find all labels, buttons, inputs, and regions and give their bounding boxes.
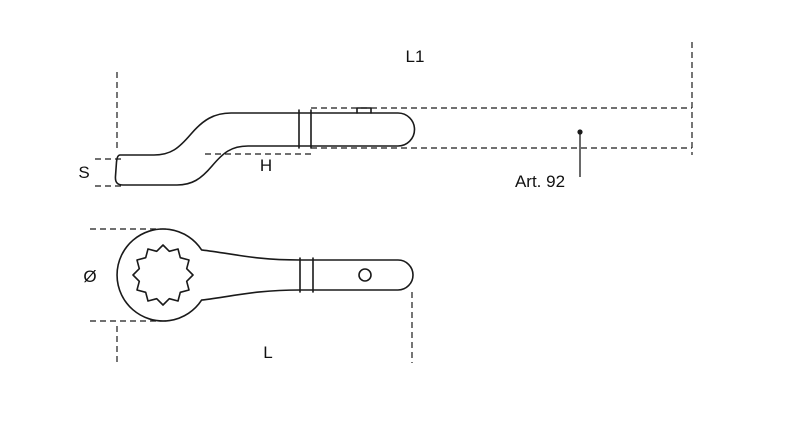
dim-label-l1: L1 <box>406 47 425 66</box>
dim-label-l: L <box>263 343 272 362</box>
dim-label-h: H <box>260 156 272 175</box>
diameter-extension-lines <box>90 228 170 322</box>
handle-hole <box>358 268 372 282</box>
handle-collar-side <box>298 109 312 149</box>
dim-label-s: S <box>78 163 89 182</box>
art-reference-label: Art. 92 <box>515 172 565 191</box>
wrench-top-outline <box>116 228 414 322</box>
wrench-side-outline <box>114 112 416 186</box>
top-view <box>90 228 414 363</box>
handle-tab-side <box>356 107 372 114</box>
dim-label-diameter: Ø <box>83 267 96 286</box>
extension-bar-dashed-outline <box>311 107 692 149</box>
ring-12-point-profile <box>132 244 194 306</box>
s-extension-lines <box>95 158 123 187</box>
handle-collar-top <box>299 257 314 293</box>
side-view <box>95 42 693 187</box>
